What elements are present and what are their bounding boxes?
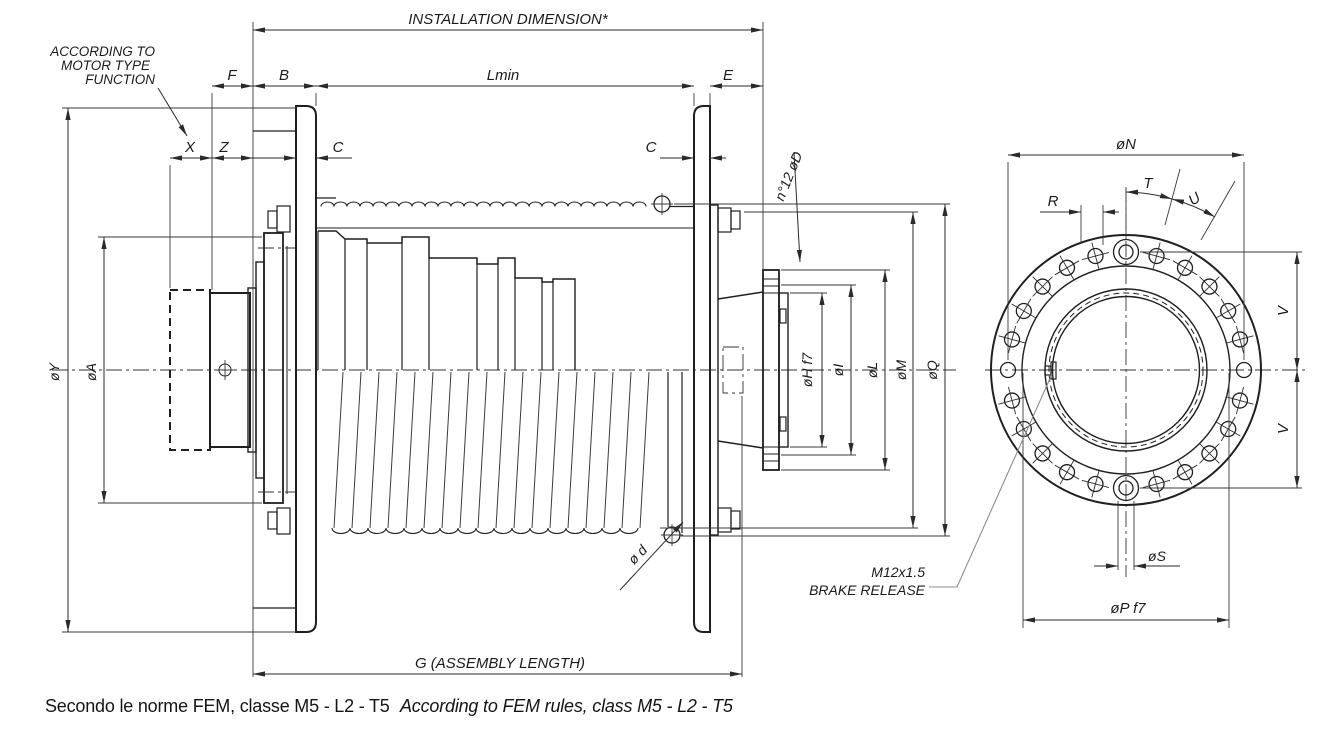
dim-label-C-left: C — [333, 139, 344, 156]
dim-label-F: F — [227, 67, 237, 84]
flange-face-plugs — [779, 308, 787, 432]
dimension-lines-end — [1008, 152, 1300, 623]
dimension-lines-side — [65, 27, 948, 677]
brake-release-line1: M12x1.5 — [871, 564, 925, 580]
dim-label-B: B — [279, 67, 289, 84]
motor-note-leader — [157, 87, 188, 137]
hub-bore-hidden — [722, 346, 744, 394]
drum-groove-profile-top — [320, 201, 647, 207]
dim-label-U: U — [1185, 189, 1203, 209]
dim-label-diaS: øS — [1148, 548, 1167, 564]
hub-cone-bottom — [717, 440, 764, 449]
dim-label-diaP: øP f7 — [1110, 600, 1146, 617]
dim-label-diaQ: øQ — [924, 360, 940, 380]
right-support-plate — [693, 105, 711, 633]
brake-release-leader — [929, 373, 1053, 588]
end-view: øN R T U V V øS øP f7 M12x1.5 BRAKE RELE… — [809, 136, 1307, 628]
dim-label-diaI: øI — [830, 364, 846, 377]
dim-label-R: R — [1048, 193, 1059, 210]
flange-rim-grooves — [763, 278, 779, 462]
datum-target-icon — [215, 360, 235, 380]
dim-label-T: T — [1143, 175, 1154, 192]
flange-pilot — [778, 292, 789, 448]
left-support-plate — [295, 105, 317, 633]
brake-release-bolt — [1044, 361, 1057, 380]
dim-label-diaH: øH f7 — [799, 352, 815, 387]
caption-english: According to FEM rules, class M5 - L2 - … — [399, 696, 734, 716]
brake-housing — [209, 292, 251, 448]
dim-label-diaN: øN — [1116, 136, 1136, 153]
gearbox-step-lines — [317, 231, 554, 370]
hub-cone-top — [717, 291, 764, 300]
dim-label-diaY: øY — [46, 361, 62, 381]
motor-flange-disc — [263, 232, 284, 504]
caption-italian: Secondo le norme FEM, classe M5 - L2 - T… — [45, 696, 390, 716]
motor-note-line1: ACCORDING TO — [49, 44, 155, 59]
side-view: ACCORDING TO MOTOR TYPE FUNCTION INSTALL… — [46, 11, 956, 677]
gearbox-profile — [318, 230, 576, 370]
dim-label-E: E — [723, 67, 734, 84]
dim-label-diaM: øM — [893, 360, 909, 381]
dim-label-G: G (ASSEMBLY LENGTH) — [415, 655, 585, 672]
motor-note-line2: MOTOR TYPE — [61, 58, 151, 73]
dim-label-X: X — [184, 139, 196, 156]
dim-label-V-lower: V — [1275, 422, 1292, 434]
flange-holes-leader — [793, 151, 802, 263]
bore-circle-inner — [1051, 295, 1201, 445]
dim-label-installation: INSTALLATION DIMENSION* — [408, 11, 609, 28]
brake-release-line2: BRAKE RELEASE — [809, 582, 926, 598]
dim-label-C-right: C — [646, 139, 657, 156]
dim-label-rope-dia: ø d — [625, 541, 651, 568]
rope-cross-section-top — [651, 193, 673, 215]
rope-dia-leader — [619, 521, 684, 591]
dim-label-diaA: øA — [83, 363, 99, 381]
dim-label-Lmin: Lmin — [487, 67, 520, 84]
drum-helical-grooves — [333, 371, 650, 529]
left-end-bolts — [267, 205, 291, 535]
dim-label-V-upper: V — [1275, 304, 1292, 316]
extension-lines-side — [62, 22, 950, 677]
dim-label-Z-left: Z — [218, 139, 229, 156]
bolt-hole-ring — [998, 238, 1302, 502]
dim-label-diaL: øL — [864, 362, 880, 378]
dim-label-flange-holes: n°12 øD — [771, 149, 805, 203]
drum-groove-profile-bottom — [331, 527, 639, 535]
drum-end-disc — [709, 204, 719, 536]
right-end-bolts — [717, 207, 741, 533]
bore-circle-hidden — [1048, 292, 1204, 448]
extension-lines-end — [1007, 162, 1245, 628]
spigot-circle — [1021, 265, 1231, 475]
motor-note-line3: FUNCTION — [85, 72, 155, 87]
